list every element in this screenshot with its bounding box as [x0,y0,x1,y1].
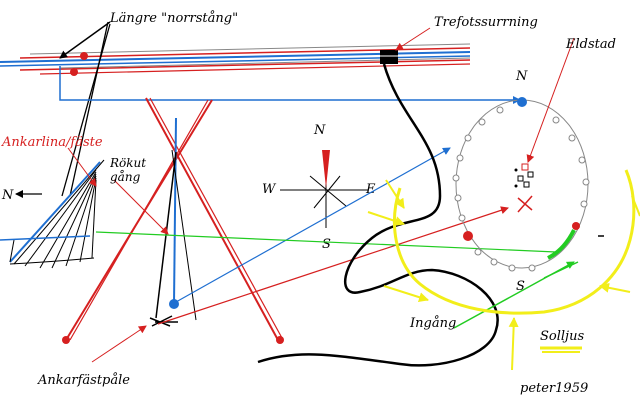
pole-end-red [70,68,78,76]
compass-north-needle [322,150,330,188]
compass-north: N [313,123,326,138]
tripod [62,97,284,344]
long-poles [0,43,471,76]
north-pole-projection [59,66,521,104]
fireplace-marker [514,163,534,188]
longer-pole-pointers [59,21,111,197]
tent-plan [452,97,604,272]
side-view-north: N [1,188,14,203]
plan-pole-west [463,231,473,241]
tripod-lashing-knot [380,50,398,64]
compass-east: E [365,182,376,197]
tripod-red-foot [62,336,70,344]
compass-west: W [262,182,277,197]
fireplace-label: Eldstad [565,37,616,52]
compass-south: S [322,237,331,252]
fireplace-pointer [526,37,575,163]
tripod-red-foot [276,336,284,344]
smoke-path-label: Rökut gång [110,156,147,184]
smoke-path-pointer [113,179,169,235]
author-label: peter1959 [520,381,588,396]
plan-north: N [515,69,528,84]
plan-north-pole [517,97,527,107]
anchor-stake-label: Ankarfästpåle [37,372,130,388]
anchor-line-label: Ankarlina/fäste [1,135,103,150]
plan-south: S [516,279,525,294]
plan-entrance-arc [547,229,576,260]
lashing-pointer [395,27,431,51]
smoke-path-label-wrap: Rökut gång [110,156,147,184]
entrance-label: Ingång [409,315,456,331]
compass-rose [280,150,368,228]
ground-outline [257,63,499,367]
sunlight-label: Solljus [540,329,584,344]
red-pole-projection [157,206,509,325]
anchor-stake [149,315,178,327]
anchor-stake-pointer [91,325,147,363]
blue-pole-projection [175,147,451,303]
plan-x-mark [517,195,533,213]
anchor-line-pointer [67,147,97,187]
pole-end-red [80,52,88,60]
entrance-arrow-tail [543,261,579,279]
longer-pole-label: Längre "norrstång" [109,10,238,26]
tripod-lashing-label: Trefotssurrning [434,15,538,30]
sunlight-arc [367,169,640,371]
plan-pole-east [572,222,580,230]
